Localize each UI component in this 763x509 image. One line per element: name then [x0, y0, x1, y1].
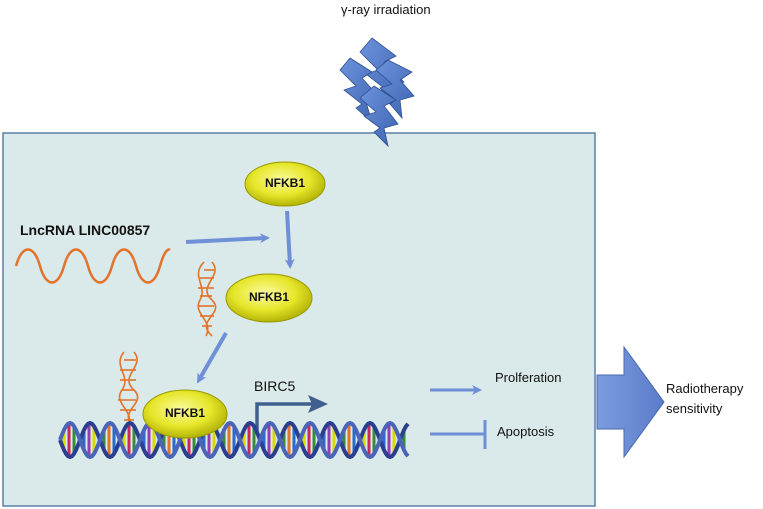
promoter-arrow-head: [308, 395, 328, 413]
nfkb1-label-top: NFKB1: [264, 176, 305, 190]
birc5-label: BIRC5: [254, 378, 296, 394]
nfkb1-to-dna-arrow: [197, 332, 228, 384]
lncrna-to-nfkb1-arrow: [185, 233, 270, 244]
lncrna-wave: [14, 248, 171, 284]
lncrna-label: LncRNA LINC00857: [20, 222, 151, 238]
nfkb1-ellipse-bottom: [142, 389, 228, 439]
promoter-arrow: [255, 402, 316, 432]
dna-backbone: [58, 420, 410, 460]
dna-strand-bottom-icon: [118, 351, 139, 429]
nfkb1-label-bottom: NFKB1: [164, 406, 205, 420]
irradiation-label: γ-ray irradiation: [341, 2, 431, 17]
nfkb1-label-middle: NFKB1: [248, 290, 289, 304]
nfkb1-ellipse-top: [244, 161, 326, 207]
proliferation-label: Prolferation: [495, 370, 562, 385]
radiotherapy-result-arrow: [596, 345, 665, 459]
lightning-icon: [339, 37, 415, 148]
apoptosis-label: Apoptosis: [497, 424, 555, 439]
radiotherapy-sensitivity-label: Radiotherapy sensitivity: [666, 381, 744, 416]
dna-backbone: [58, 420, 410, 460]
nfkb1-translocation-arrow: [284, 210, 295, 269]
nfkb1-ellipse-middle: [225, 273, 313, 323]
dna-strand-middle-icon: [197, 261, 217, 337]
